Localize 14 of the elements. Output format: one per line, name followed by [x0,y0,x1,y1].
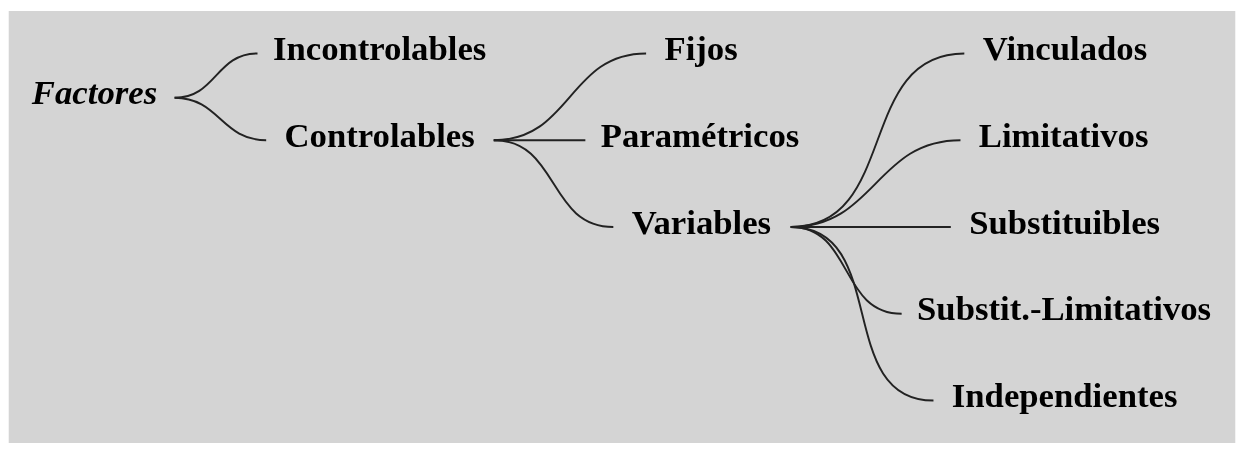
node-text: Factores [31,72,158,112]
node-text: Independientes [951,375,1178,415]
node-text: Controlables [284,115,475,155]
node-text: Vinculados [982,28,1148,68]
connector [789,225,935,402]
connector [492,138,615,228]
node-text: Paramétricos [600,115,800,155]
connector [173,96,268,141]
node-text: Variables [631,202,772,242]
node-text: Substituibles [969,202,1161,242]
node-text: Substit.-Limitativos [917,288,1212,328]
node-text: Limitativos [978,115,1149,155]
node-text: Incontrolables [272,28,487,68]
node-text: Fijos [664,28,738,68]
